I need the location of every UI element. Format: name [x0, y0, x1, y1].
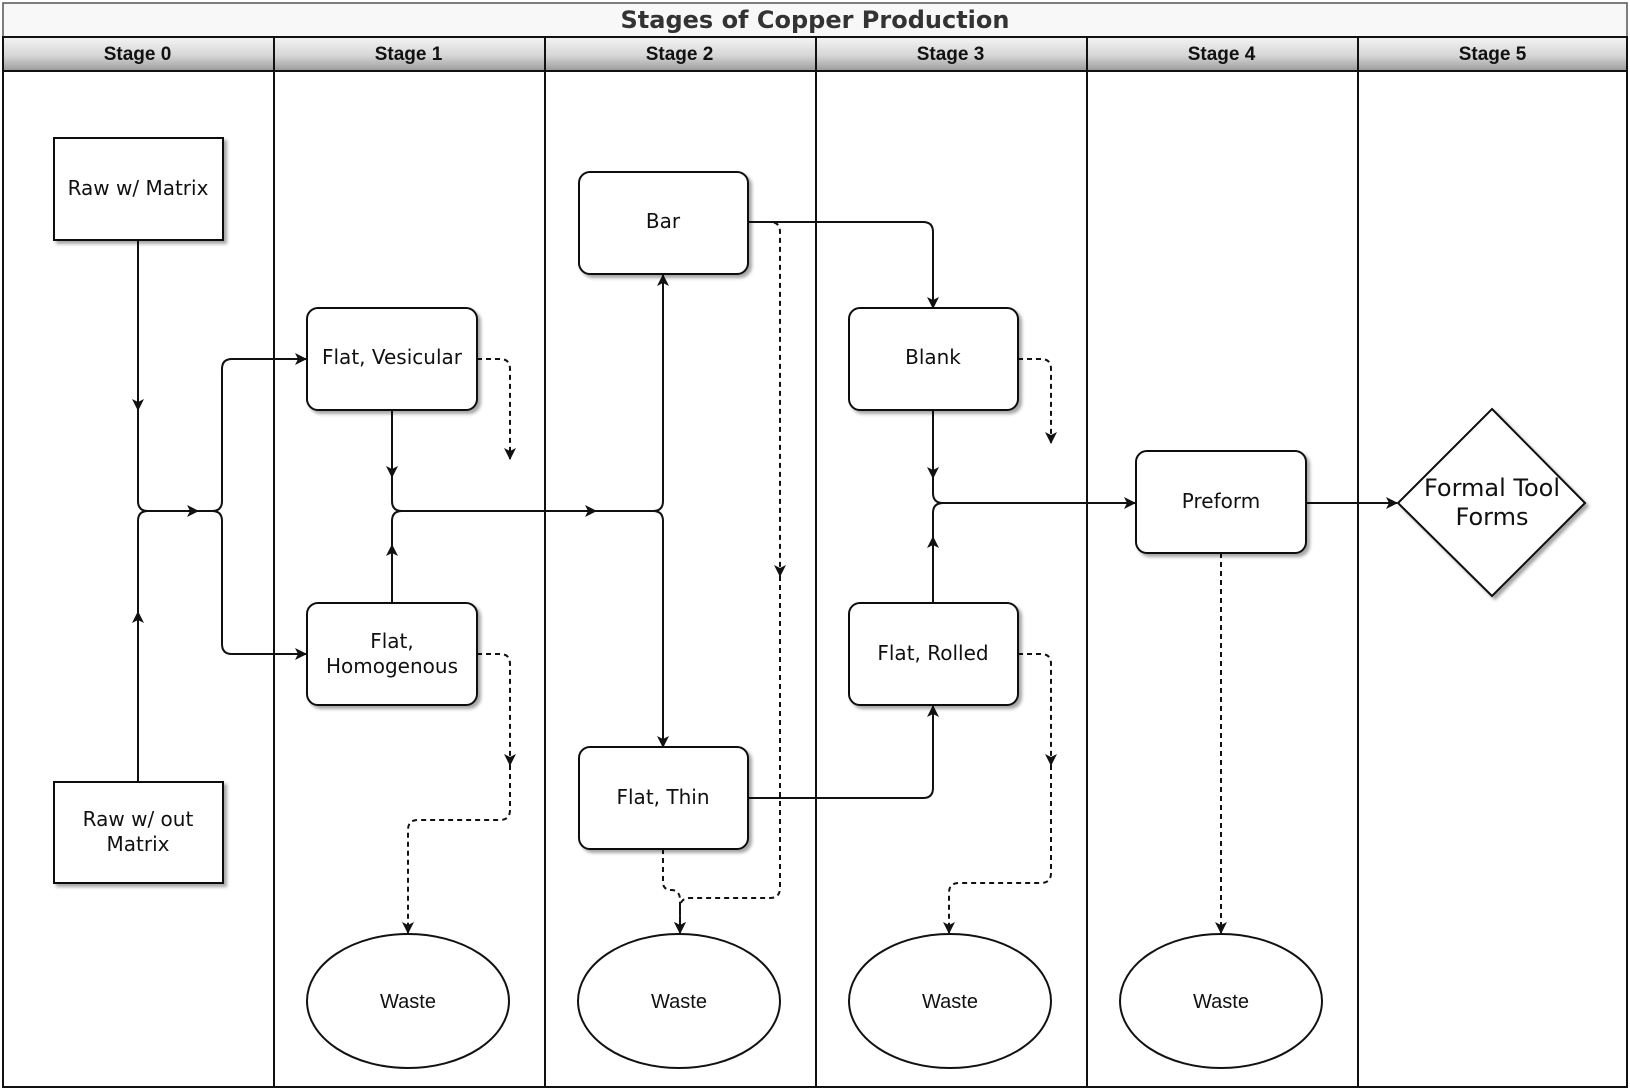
preform-label: Preform — [1182, 489, 1260, 513]
flat-homogenous-node: Flat, Homogenous — [306, 602, 478, 706]
waste-node-stage-3: Waste — [848, 933, 1052, 1069]
flat-rolled-node: Flat, Rolled — [848, 602, 1019, 706]
title-bar — [2, 2, 1628, 38]
flat-homogenous-label-line2: Homogenous — [326, 654, 458, 678]
waste-label-stage-4: Waste — [1193, 991, 1249, 1013]
raw-without-matrix-label-line1: Raw w/ out — [83, 807, 194, 831]
blank-label: Blank — [905, 345, 961, 369]
flat-homogenous-label-line1: Flat, — [370, 629, 414, 653]
solid-connectors — [132, 221, 1398, 799]
stage-header-2: Stage 2 — [646, 44, 714, 65]
formal-tool-forms-label-line2: Forms — [1456, 503, 1529, 531]
stage-header-1: Stage 1 — [375, 44, 443, 65]
diagram-title: Stages of Copper Production — [621, 6, 1010, 34]
waste-label-stage-1: Waste — [380, 991, 436, 1013]
bar-label: Bar — [646, 209, 681, 233]
stage-header-5: Stage 5 — [1459, 44, 1527, 65]
waste-connectors — [402, 221, 1227, 934]
waste-node-stage-1: Waste — [306, 933, 510, 1069]
bar-node: Bar — [578, 171, 749, 275]
raw-without-matrix-node: Raw w/ out Matrix — [53, 781, 224, 884]
stage-header-4: Stage 4 — [1188, 44, 1256, 65]
waste-label-stage-3: Waste — [922, 991, 978, 1013]
blank-node: Blank — [848, 307, 1019, 411]
flat-vesicular-node: Flat, Vesicular — [306, 307, 478, 411]
raw-without-matrix-label-line2: Matrix — [107, 832, 170, 856]
raw-with-matrix-node: Raw w/ Matrix — [53, 137, 224, 241]
stage-header-0: Stage 0 — [104, 44, 172, 65]
waste-label-stage-2: Waste — [651, 991, 707, 1013]
flat-thin-node: Flat, Thin — [578, 746, 749, 850]
raw-with-matrix-label: Raw w/ Matrix — [68, 176, 209, 200]
flat-vesicular-label: Flat, Vesicular — [322, 345, 463, 369]
preform-node: Preform — [1135, 450, 1307, 554]
waste-node-stage-2: Waste — [577, 933, 781, 1069]
swimlane-grid — [2, 37, 1628, 1088]
stage-header-3: Stage 3 — [917, 44, 985, 65]
formal-tool-forms-node: Formal Tool Forms — [1396, 407, 1587, 598]
waste-node-stage-4: Waste — [1119, 933, 1323, 1069]
flat-thin-label: Flat, Thin — [617, 785, 710, 809]
formal-tool-forms-label-line1: Formal Tool — [1424, 474, 1560, 502]
flat-rolled-label: Flat, Rolled — [877, 641, 988, 665]
